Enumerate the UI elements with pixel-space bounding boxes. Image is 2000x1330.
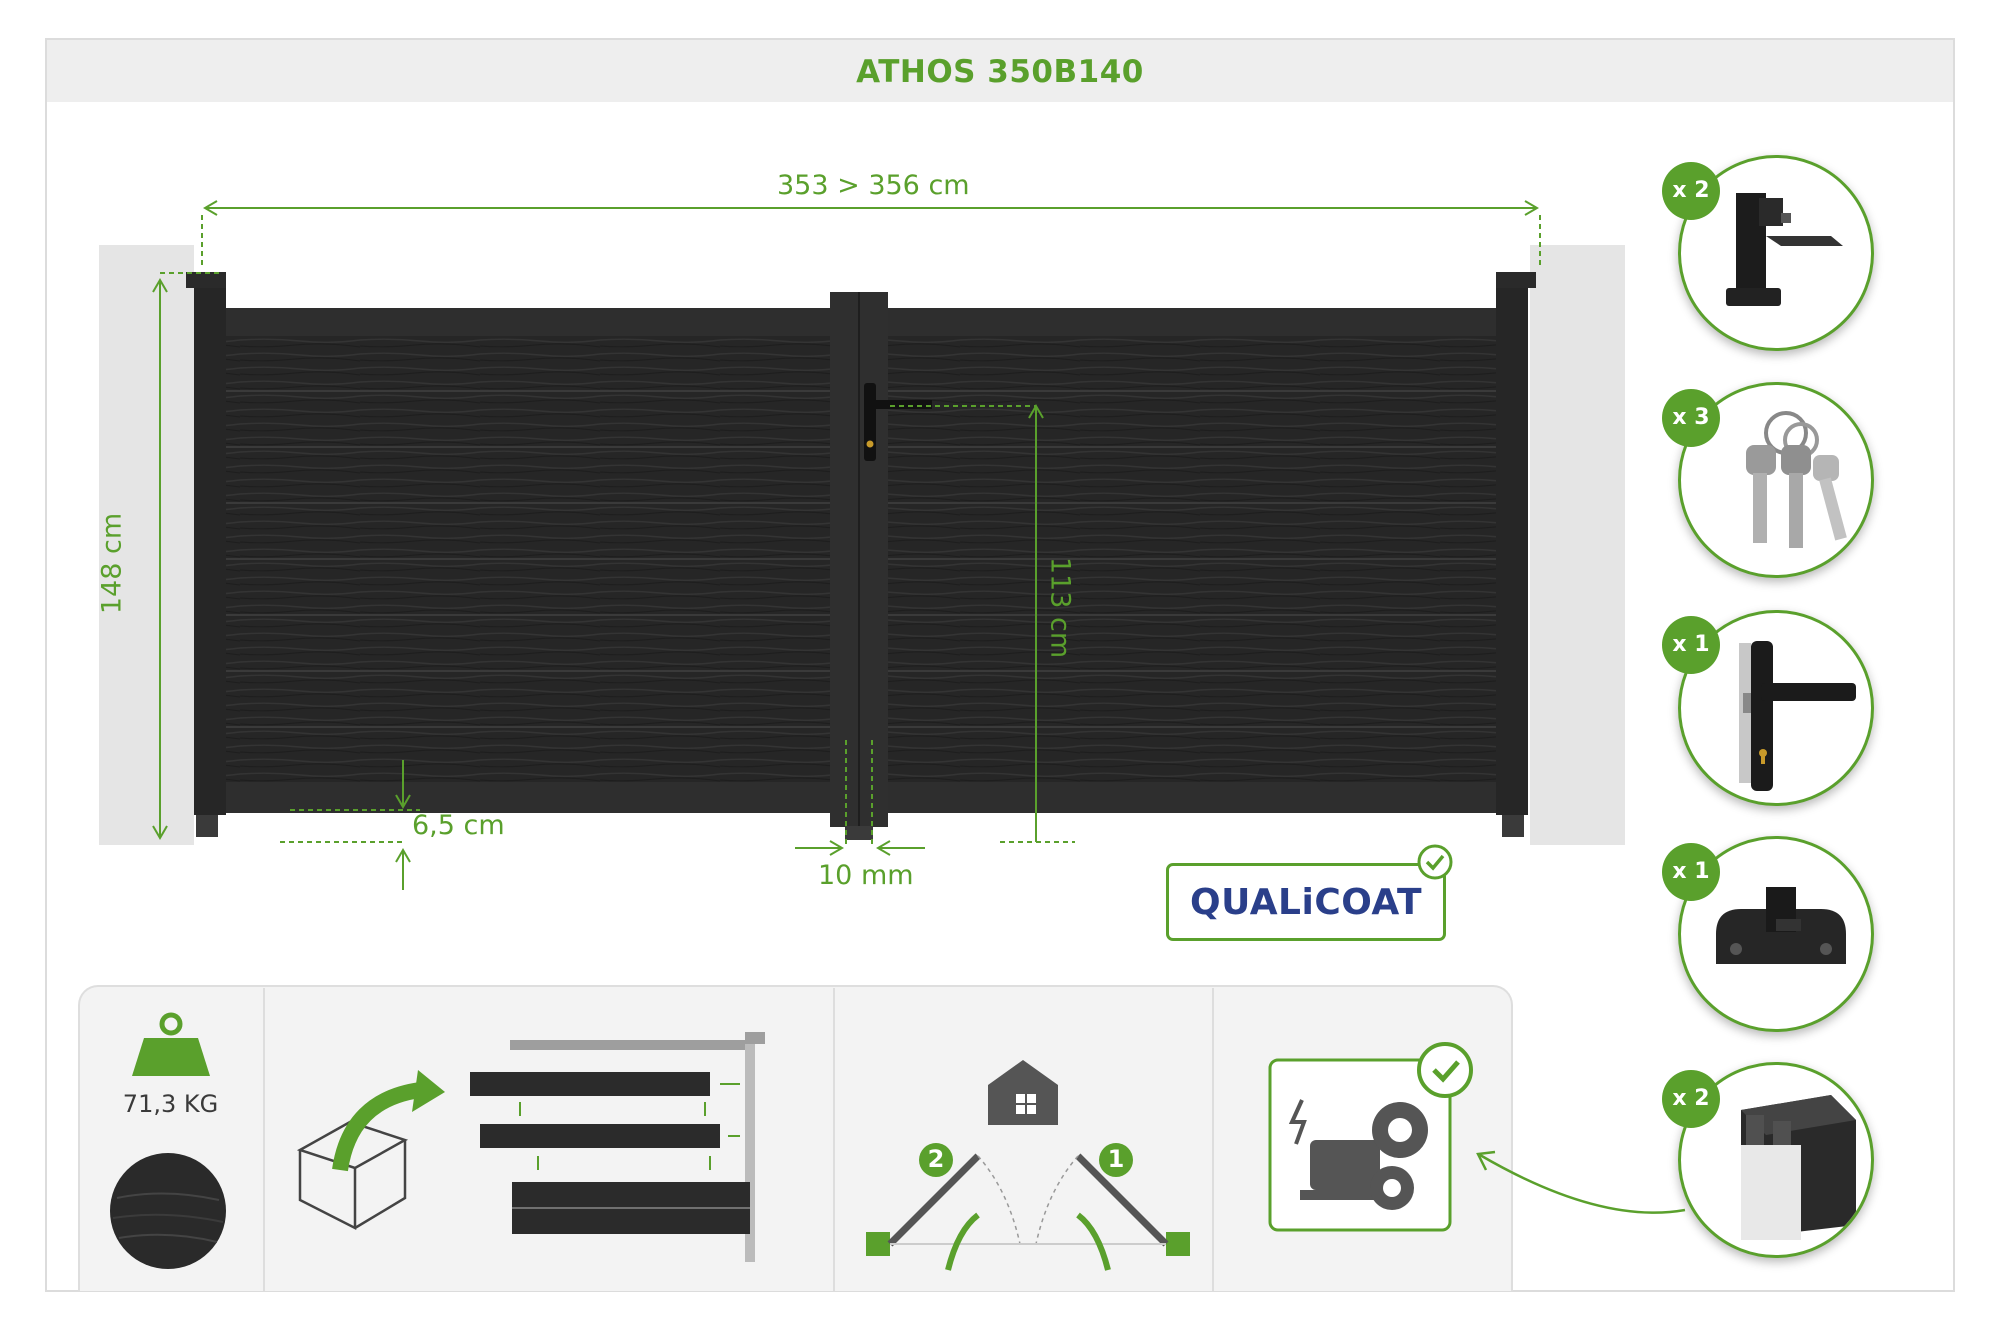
- opening-step-1: 1: [1107, 1145, 1125, 1173]
- gate-stop-icon: [1726, 193, 1843, 306]
- gate-handle-lever: [872, 400, 932, 409]
- gate-handle-plate: [864, 383, 876, 461]
- gate-opening-diagram: [866, 1060, 1190, 1271]
- center-foot: [845, 826, 873, 840]
- accessory-qty-5: x 2: [1662, 1070, 1720, 1128]
- motorization-compatible-icon: [1268, 1042, 1473, 1232]
- slat-lines: [224, 390, 1498, 728]
- certified-check-icon: [1417, 844, 1453, 880]
- right-hinge-foot: [1502, 815, 1524, 837]
- opening-step-2: 2: [927, 1145, 945, 1173]
- center-gap-label: 10 mm: [818, 860, 914, 891]
- keys-icon: [1746, 411, 1847, 548]
- handle-height-label: 113 cm: [1044, 556, 1076, 659]
- panel-divider-3: [1212, 988, 1214, 1291]
- left-stile: [194, 285, 226, 815]
- right-wall-post: [1530, 245, 1625, 845]
- weight-value: 71,3 KG: [122, 1090, 219, 1118]
- handle-lock-icon: [1739, 641, 1856, 791]
- motor-profile-icon: [1741, 1095, 1856, 1240]
- product-title: ATHOS 350B140: [856, 54, 1144, 90]
- texture-swatch-icon: [110, 1153, 226, 1269]
- dimension-lines: [152, 200, 1541, 890]
- accessory-qty-1: x 2: [1662, 162, 1720, 220]
- accessory-gate-stop: [1678, 155, 1874, 351]
- height-dimension-label: 148 cm: [96, 512, 128, 615]
- title-bar: [47, 40, 1953, 102]
- ground-gap-label: 6,5 cm: [412, 810, 505, 841]
- flat-pack-assembly-icon: [296, 1032, 765, 1262]
- panel-divider-2: [833, 988, 835, 1291]
- accessory-qty-3: x 1: [1662, 616, 1720, 674]
- width-dimension-label: 353 > 356 cm: [777, 170, 970, 201]
- keyhole-icon: [866, 440, 874, 448]
- weight-icon: [132, 1012, 210, 1076]
- right-stile-cap: [1496, 272, 1536, 288]
- ground-stop-icon: [1716, 887, 1846, 964]
- qualicoat-badge: [1166, 863, 1446, 941]
- left-hinge-foot: [196, 815, 218, 837]
- accessory-qty-4: x 1: [1662, 843, 1720, 901]
- left-wall-post: [99, 245, 194, 845]
- connector-arrow: [1476, 1150, 1686, 1214]
- gate-diagram: [99, 200, 1625, 890]
- panel-divider-1: [263, 988, 265, 1291]
- left-stile-cap: [186, 272, 226, 288]
- accessory-qty-2: x 3: [1662, 389, 1720, 447]
- right-stile: [1496, 285, 1528, 815]
- qualicoat-label: QUALiCOAT: [1189, 882, 1423, 923]
- house-icon: [988, 1060, 1058, 1125]
